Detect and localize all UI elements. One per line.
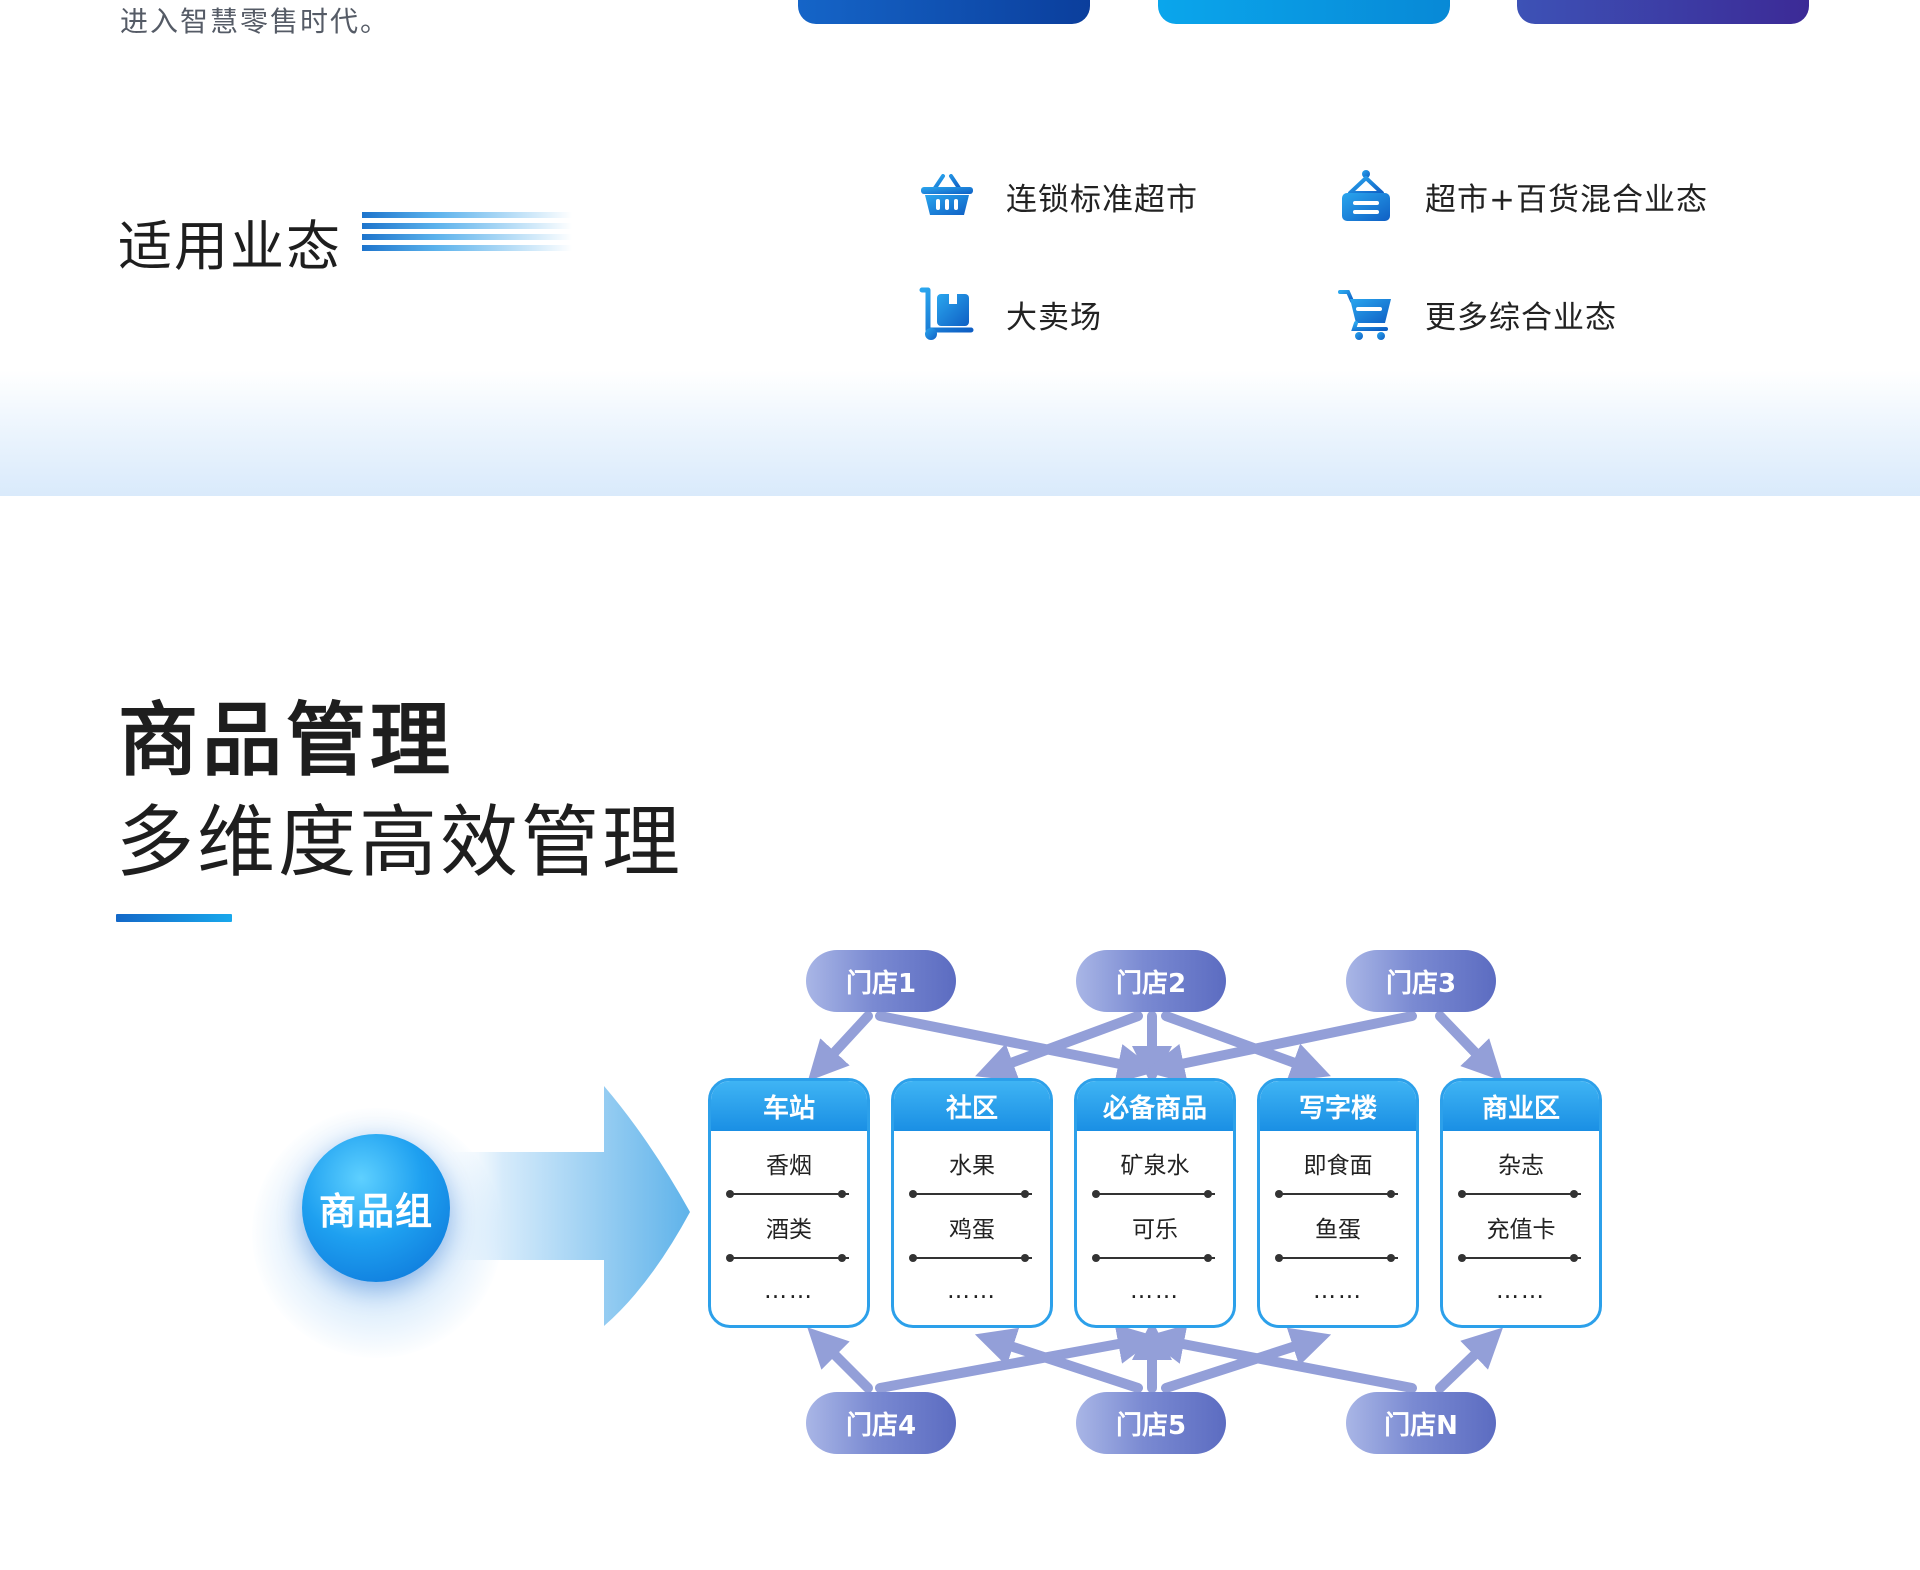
title-underline: [116, 914, 232, 922]
category-item: 香烟: [711, 1131, 867, 1198]
connector-line: [875, 1011, 1158, 1084]
store-pill-2: 门店2: [1076, 950, 1226, 1012]
category-item: 充值卡: [1443, 1195, 1599, 1262]
connector-line: [1161, 1011, 1331, 1082]
connector-line: [807, 1327, 873, 1393]
title-decoration-stripes: [362, 212, 572, 260]
category-item: ……: [711, 1259, 867, 1323]
store-label: 门店3: [1385, 968, 1457, 999]
connector-line: [975, 1011, 1143, 1082]
format-label: 更多综合业态: [1425, 299, 1617, 336]
category-item-label: ……: [764, 1278, 814, 1304]
store-pill-3: 门店3: [1346, 950, 1496, 1012]
category-item: ……: [1260, 1259, 1416, 1323]
formats-title: 适用业态: [118, 215, 342, 278]
store-pill-4: 门店4: [806, 1392, 956, 1454]
category-item: 酒类: [711, 1195, 867, 1262]
intro-text: 进入智慧零售时代。: [120, 5, 391, 38]
store-label: 门店N: [1384, 1410, 1458, 1441]
product-group-hub: 商品组: [302, 1134, 450, 1282]
category-item-label: 水果: [949, 1153, 995, 1179]
category-name: 必备商品: [1102, 1093, 1207, 1124]
category-item: 水果: [894, 1131, 1050, 1198]
store-label: 门店1: [845, 968, 917, 999]
top-feature-card-1: [798, 0, 1090, 24]
flow-arrow: [440, 1086, 690, 1326]
format-label: 连锁标准超市: [1006, 181, 1198, 218]
category-item: 可乐: [1077, 1195, 1233, 1262]
category-item: ……: [1443, 1259, 1599, 1323]
connector-line: [1435, 1327, 1503, 1393]
category-name: 写字楼: [1298, 1093, 1377, 1124]
shopping-basket-icon: [918, 167, 976, 225]
category-name: 商业区: [1481, 1093, 1560, 1124]
category-item: ……: [1077, 1259, 1233, 1323]
store-pill-1: 门店1: [806, 950, 956, 1012]
category-item-label: 鱼蛋: [1315, 1217, 1361, 1243]
category-item-label: ……: [1496, 1278, 1546, 1304]
connector-line: [1144, 1324, 1417, 1393]
connector-line: [807, 1011, 873, 1082]
top-feature-card-3: [1517, 0, 1809, 24]
category-card-station: 车站 香烟 酒类 ……: [708, 1078, 870, 1328]
category-item-label: 鸡蛋: [949, 1217, 995, 1243]
format-label: 大卖场: [1006, 299, 1102, 336]
category-header: 车站: [711, 1081, 867, 1131]
category-item-label: 即食面: [1303, 1153, 1373, 1179]
category-card-business-district: 商业区 杂志 充值卡 ……: [1440, 1078, 1602, 1328]
top-feature-card-2: [1158, 0, 1450, 24]
category-header: 必备商品: [1077, 1081, 1233, 1131]
category-item: 矿泉水: [1077, 1131, 1233, 1198]
category-card-office: 写字楼 即食面 鱼蛋 ……: [1257, 1078, 1419, 1328]
format-item-mixed-department: 超市+百货混合业态: [1337, 166, 1708, 226]
hub-label: 商品组: [319, 1190, 433, 1233]
category-name: 社区: [945, 1093, 998, 1124]
category-item-label: 酒类: [766, 1217, 812, 1243]
connector-line: [1161, 1327, 1332, 1393]
format-item-chain-supermarket: 连锁标准超市: [918, 166, 1198, 226]
category-item-label: 矿泉水: [1120, 1153, 1190, 1179]
category-header: 社区: [894, 1081, 1050, 1131]
category-item-label: ……: [947, 1278, 997, 1304]
category-card-community: 社区 水果 鸡蛋 ……: [891, 1078, 1053, 1328]
category-item-label: 杂志: [1498, 1153, 1544, 1179]
top-section-background: [0, 0, 1920, 496]
store-pill-5: 门店5: [1076, 1392, 1226, 1454]
product-management-title: 商品管理: [118, 694, 454, 787]
category-item-label: 香烟: [766, 1153, 812, 1179]
connector-line: [1435, 1011, 1503, 1081]
category-item: ……: [894, 1259, 1050, 1323]
product-management-subtitle: 多维度高效管理: [116, 798, 684, 888]
store-label: 门店4: [845, 1410, 917, 1441]
store-label: 门店5: [1115, 1410, 1187, 1441]
format-item-more-formats: 更多综合业态: [1337, 284, 1617, 344]
connector-line: [1144, 1011, 1417, 1084]
category-item-label: ……: [1313, 1278, 1363, 1304]
format-item-hypermarket: 大卖场: [918, 284, 1102, 344]
category-card-essentials: 必备商品 矿泉水 可乐 ……: [1074, 1078, 1236, 1328]
category-item: 杂志: [1443, 1131, 1599, 1198]
category-item-label: 可乐: [1132, 1217, 1178, 1243]
category-name: 车站: [762, 1093, 815, 1124]
category-header: 商业区: [1443, 1081, 1599, 1131]
connector-line: [974, 1327, 1143, 1393]
category-header: 写字楼: [1260, 1081, 1416, 1131]
category-item: 鸡蛋: [894, 1195, 1050, 1262]
hand-truck-icon: [918, 285, 976, 343]
category-item: 即食面: [1260, 1131, 1416, 1198]
category-item-label: 充值卡: [1486, 1217, 1556, 1243]
store-pill-n: 门店N: [1346, 1392, 1496, 1454]
store-label: 门店2: [1115, 968, 1187, 999]
category-item: 鱼蛋: [1260, 1195, 1416, 1262]
format-label: 超市+百货混合业态: [1425, 181, 1708, 218]
shop-sign-icon: [1337, 167, 1395, 225]
category-item-label: ……: [1130, 1278, 1180, 1304]
shopping-cart-icon: [1337, 285, 1395, 343]
